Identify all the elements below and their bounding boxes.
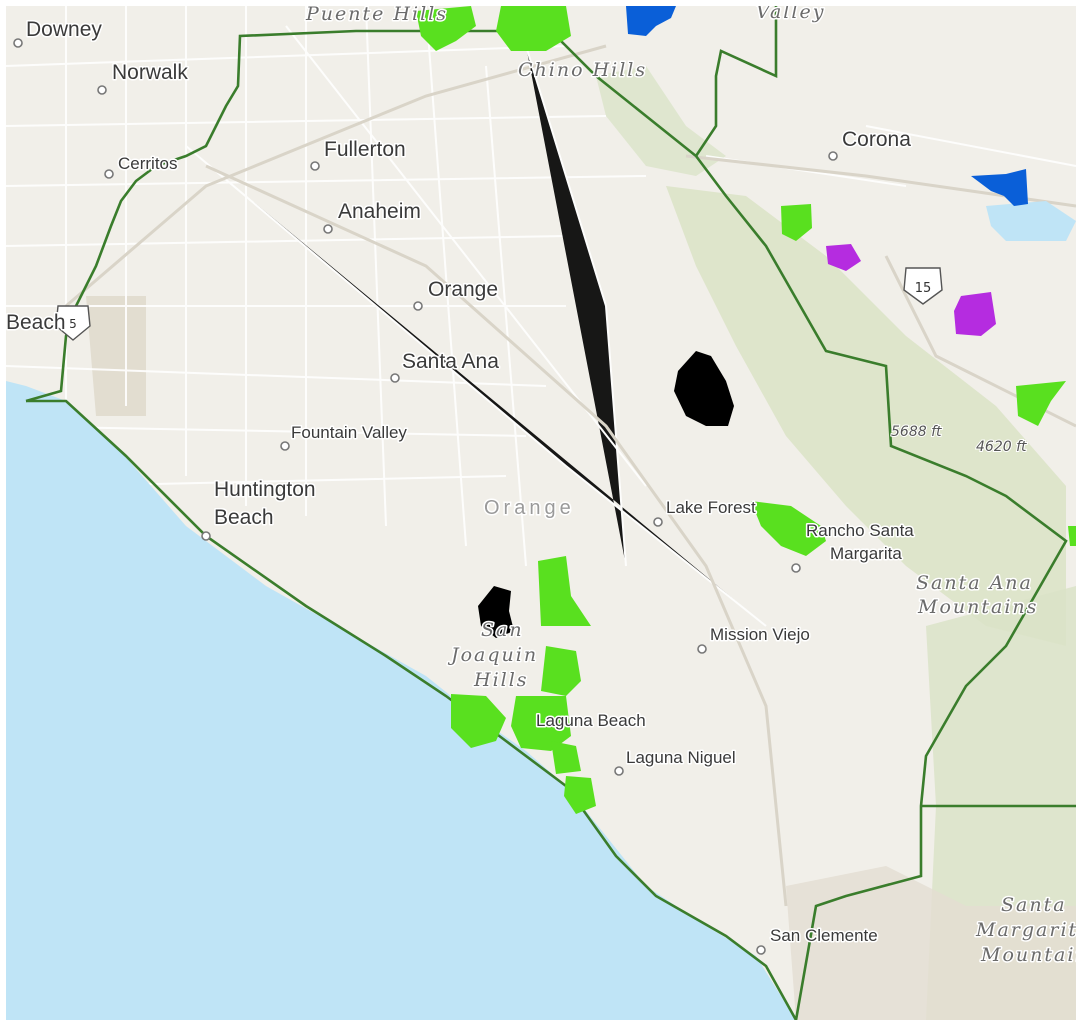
city-orange[interactable]: Orange bbox=[413, 277, 500, 311]
city-san-clemente[interactable]: San Clemente bbox=[756, 925, 879, 955]
zone-green[interactable] bbox=[751, 501, 826, 556]
city-rancho-santa-margarita[interactable]: Rancho Santa Margarita bbox=[791, 520, 916, 573]
city-lake-forest[interactable]: Lake Forest bbox=[653, 497, 758, 527]
label-valley: Valley bbox=[756, 6, 825, 23]
svg-text:Rancho Santa: Rancho Santa bbox=[806, 521, 914, 540]
label-chino-hills: Chino Hills bbox=[518, 59, 647, 81]
city-laguna-niguel[interactable]: Laguna Niguel bbox=[614, 747, 737, 776]
svg-text:Beach: Beach bbox=[214, 506, 274, 529]
santa-ana-mountains-relief bbox=[666, 186, 1066, 646]
zone-green[interactable] bbox=[511, 696, 571, 751]
label-mountains: Mountains bbox=[917, 596, 1038, 618]
svg-text:Anaheim: Anaheim bbox=[338, 200, 421, 223]
label-county-orange: Orange bbox=[484, 497, 575, 519]
chino-hills-relief bbox=[596, 66, 726, 176]
lake-elsinore bbox=[986, 201, 1076, 241]
zone-green[interactable] bbox=[564, 776, 596, 814]
svg-text:Orange: Orange bbox=[428, 278, 498, 301]
i15-label: 15 bbox=[915, 281, 932, 296]
svg-text:Corona: Corona bbox=[842, 128, 911, 151]
black-zones[interactable] bbox=[478, 351, 734, 638]
interstate-5-shield: 5 bbox=[55, 305, 91, 341]
pacific-ocean bbox=[6, 381, 796, 1020]
svg-text:Downey: Downey bbox=[26, 18, 102, 41]
svg-text:Huntington: Huntington bbox=[214, 478, 316, 501]
city-cerritos[interactable]: Cerritos bbox=[104, 153, 179, 179]
label-elevation-peak2: 4620 ft bbox=[976, 439, 1027, 455]
svg-text:Lake Forest: Lake Forest bbox=[666, 498, 756, 517]
zone-black[interactable] bbox=[674, 351, 734, 426]
zone-green[interactable] bbox=[551, 741, 581, 774]
city-mission-viejo[interactable]: Mission Viejo bbox=[697, 624, 811, 654]
zone-green[interactable] bbox=[496, 6, 571, 51]
city-corona[interactable]: Corona bbox=[828, 127, 913, 161]
label-hills: Hills bbox=[473, 669, 529, 691]
zone-green[interactable] bbox=[538, 556, 591, 626]
zone-green[interactable] bbox=[416, 6, 476, 51]
city-santa-ana[interactable]: Santa Ana bbox=[390, 349, 501, 383]
svg-text:Fountain Valley: Fountain Valley bbox=[291, 423, 407, 442]
green-zones[interactable] bbox=[416, 6, 1076, 814]
svg-text:Laguna Beach: Laguna Beach bbox=[536, 711, 646, 730]
svg-text:Fullerton: Fullerton bbox=[324, 138, 406, 161]
svg-text:Cerritos: Cerritos bbox=[118, 154, 178, 173]
road-grid bbox=[6, 6, 1076, 627]
svg-text:Mission Viejo: Mission Viejo bbox=[710, 625, 810, 644]
label-santa-ana: Santa Ana bbox=[916, 572, 1033, 594]
svg-text:San Clemente: San Clemente bbox=[770, 926, 878, 945]
i5-label: 5 bbox=[69, 317, 77, 331]
zone-black[interactable] bbox=[478, 586, 514, 638]
label-puente-hills: Puente Hills bbox=[305, 6, 448, 25]
city-anaheim[interactable]: Anaheim bbox=[323, 199, 422, 234]
blue-zones[interactable] bbox=[626, 6, 1028, 206]
zone-blue[interactable] bbox=[971, 169, 1028, 206]
svg-text:Laguna Niguel: Laguna Niguel bbox=[626, 748, 736, 767]
zone-green[interactable] bbox=[781, 204, 812, 241]
city-norwalk[interactable]: Norwalk bbox=[97, 60, 190, 95]
purple-zones[interactable] bbox=[826, 244, 996, 336]
zone-purple[interactable] bbox=[954, 292, 996, 336]
city-downey[interactable]: Downey bbox=[13, 17, 104, 48]
zone-purple[interactable] bbox=[826, 244, 861, 271]
city-fullerton[interactable]: Fullerton bbox=[310, 137, 407, 171]
zone-green[interactable] bbox=[1068, 526, 1076, 546]
svg-text:Beach: Beach bbox=[6, 311, 66, 334]
label-mountains-south: Mountains bbox=[980, 944, 1076, 966]
city-huntington-beach[interactable]: Huntington Beach bbox=[201, 477, 317, 541]
label-margarita: Margarita bbox=[975, 919, 1076, 941]
zone-green[interactable] bbox=[1016, 381, 1066, 426]
zone-blue[interactable] bbox=[626, 6, 676, 36]
zone-green[interactable] bbox=[541, 646, 581, 696]
city-beach-left[interactable]: Beach bbox=[6, 310, 67, 336]
south-hills-relief bbox=[786, 866, 1076, 1020]
city-laguna-beach[interactable]: Laguna Beach bbox=[535, 710, 648, 732]
label-joaquin: Joaquin bbox=[447, 644, 538, 666]
map-canvas[interactable]: 5 15 Puente Hills Valley Chino Hills San… bbox=[6, 6, 1076, 1020]
label-santa: Santa bbox=[1001, 894, 1067, 916]
label-san: San bbox=[481, 619, 524, 641]
interstate-15-shield: 15 bbox=[903, 267, 943, 305]
svg-text:Santa Ana: Santa Ana bbox=[402, 350, 499, 373]
city-fountain-valley[interactable]: Fountain Valley bbox=[280, 422, 409, 451]
svg-text:Margarita: Margarita bbox=[830, 544, 902, 563]
zone-green[interactable] bbox=[451, 694, 506, 748]
base-area bbox=[86, 296, 146, 416]
svg-text:Norwalk: Norwalk bbox=[112, 61, 188, 84]
label-elevation-peak1: 5688 ft bbox=[891, 424, 942, 440]
